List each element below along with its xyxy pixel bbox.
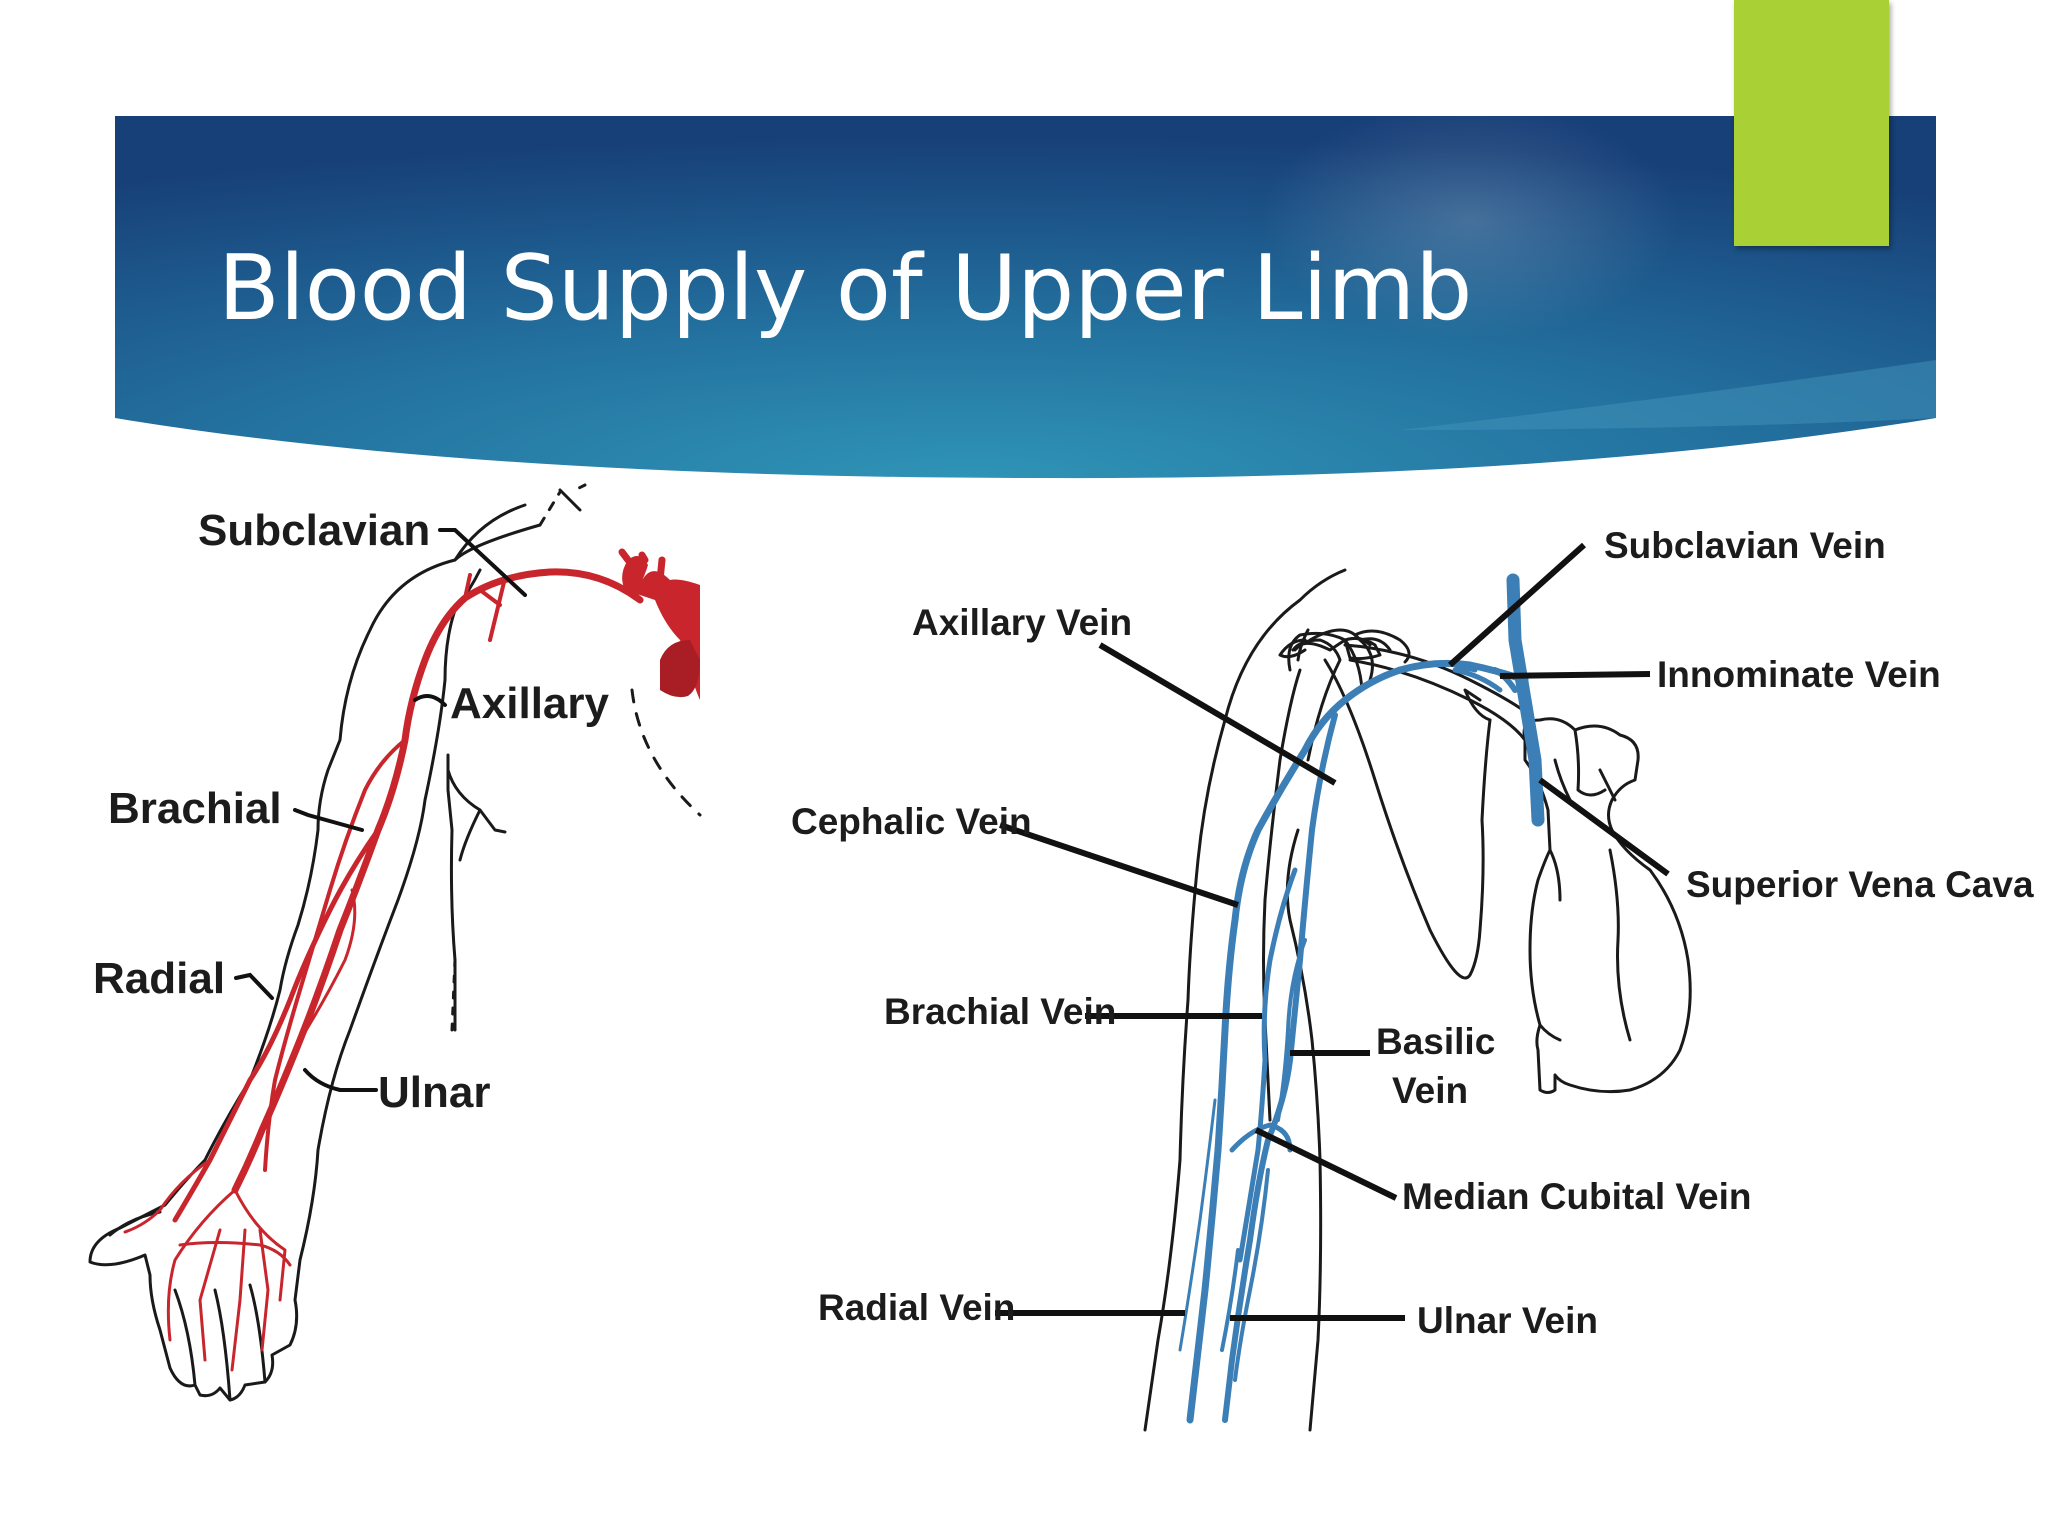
label-subclavian-artery: Subclavian bbox=[198, 506, 430, 555]
vein-network bbox=[1178, 573, 1545, 1424]
label-axillary-vein: Axillary Vein bbox=[912, 602, 1132, 643]
label-subclavian-vein: Subclavian Vein bbox=[1604, 525, 1886, 566]
title-banner bbox=[115, 100, 1936, 479]
label-basilic-vein-line2: Vein bbox=[1392, 1070, 1468, 1111]
label-brachial-artery: Brachial bbox=[108, 784, 282, 833]
ulnar-leader bbox=[303, 1068, 378, 1092]
label-ulnar-artery: Ulnar bbox=[378, 1068, 490, 1117]
median-cubital-vein-leader bbox=[1254, 1127, 1398, 1201]
label-axillary-artery: Axillary bbox=[450, 679, 610, 728]
label-ulnar-vein: Ulnar Vein bbox=[1417, 1300, 1598, 1341]
subclavian-vein-leader bbox=[1447, 542, 1587, 668]
artery-tree bbox=[123, 568, 644, 1372]
subclavian-leader bbox=[438, 528, 527, 597]
label-brachial-vein: Brachial Vein bbox=[884, 991, 1116, 1032]
accent-tab bbox=[1734, 0, 1889, 246]
label-innominate-vein: Innominate Vein bbox=[1657, 654, 1941, 695]
axillary-leader bbox=[413, 694, 447, 707]
superior-vena-cava-leader bbox=[1538, 777, 1670, 877]
cephalic-vein-leader bbox=[999, 822, 1239, 908]
label-cephalic-vein: Cephalic Vein bbox=[791, 801, 1032, 842]
veins-figure: Subclavian Vein Axillary Vein Innominate… bbox=[791, 525, 2034, 1432]
arteries-figure: Subclavian Axillary Brachial Radial Ulna… bbox=[88, 483, 702, 1402]
label-superior-vena-cava: Superior Vena Cava bbox=[1686, 864, 2034, 905]
label-radial-vein: Radial Vein bbox=[818, 1287, 1015, 1328]
axillary-vein-leader bbox=[1098, 642, 1337, 786]
aortic-arch bbox=[618, 548, 700, 700]
label-radial-artery: Radial bbox=[93, 954, 225, 1003]
slide-title: Blood Supply of Upper Limb bbox=[218, 236, 1473, 341]
label-median-cubital-vein: Median Cubital Vein bbox=[1402, 1176, 1752, 1217]
label-basilic-vein-line1: Basilic bbox=[1376, 1021, 1495, 1062]
innominate-vein-leader bbox=[1499, 671, 1651, 679]
arm-outline bbox=[88, 483, 702, 1402]
radial-leader bbox=[234, 972, 274, 1000]
brachial-leader bbox=[293, 808, 364, 832]
